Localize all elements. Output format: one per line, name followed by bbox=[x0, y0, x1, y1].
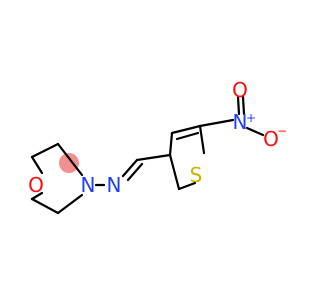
atom-oxygen-ring: O bbox=[28, 173, 44, 197]
bond-c2-n bbox=[56, 142, 84, 177]
bond-c2-c3 bbox=[168, 153, 181, 191]
nitro-minus-charge: − bbox=[277, 124, 287, 138]
bond-nitro-o-2 bbox=[241, 95, 246, 116]
bond-c1-c2 bbox=[30, 142, 60, 159]
atom-nitrogen-imine: N bbox=[107, 173, 122, 197]
bond-c4-c5-double bbox=[175, 131, 200, 141]
bond-c4-c5 bbox=[170, 124, 202, 135]
bond-n-c3 bbox=[56, 193, 84, 215]
bond-s-c2 bbox=[177, 181, 197, 191]
bond-o-c1 bbox=[30, 155, 44, 175]
atom-sulfur: S bbox=[190, 163, 203, 187]
bond-c5-nitro bbox=[198, 118, 235, 128]
bond-c4-o bbox=[30, 191, 44, 201]
bond-c5-s bbox=[198, 124, 206, 155]
bond-n-c-imine-1 bbox=[121, 158, 139, 178]
bond-c3-c4 bbox=[30, 197, 60, 215]
bond-ch-c3 bbox=[135, 153, 172, 162]
ring-nitrogen-highlight bbox=[59, 153, 79, 173]
atom-nitro-nitrogen: N bbox=[233, 110, 248, 134]
atom-nitrogen-ring: N bbox=[81, 173, 96, 197]
nitro-plus-charge: + bbox=[246, 111, 256, 125]
atom-nitro-oxygen-right: O bbox=[263, 127, 279, 151]
atom-nitro-oxygen-top: O bbox=[232, 78, 248, 102]
structure-canvas: O N N S N + O O − bbox=[28, 78, 288, 215]
bond-n-c-imine-2 bbox=[126, 162, 144, 182]
molecule-diagram: O N N S N + O O − bbox=[28, 78, 287, 215]
bond-nitro-o-1 bbox=[236, 95, 241, 116]
bond-c3-c4 bbox=[168, 131, 174, 157]
bond-nitro-o-single bbox=[245, 126, 265, 137]
